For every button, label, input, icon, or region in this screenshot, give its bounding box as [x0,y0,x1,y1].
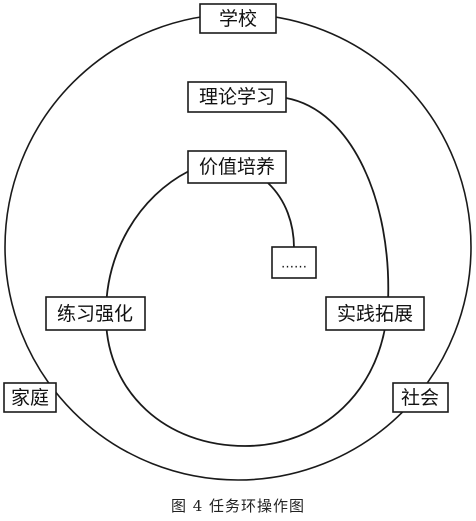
node-society-label: 社会 [401,387,439,409]
node-family-label: 家庭 [11,387,49,409]
node-society: 社会 [392,382,449,413]
node-expand: 实践拓展 [325,296,425,331]
node-ellipsis-label: …… [281,257,307,272]
node-society-box [392,382,449,413]
spiral-main [105,97,390,447]
node-value: 价值培养 [187,150,287,184]
node-expand-label: 实践拓展 [337,303,413,325]
node-reinforce-label: 练习强化 [57,303,133,325]
spiral-inner-tail [267,182,295,249]
node-ellipsis: …… [271,246,317,279]
node-theory-label: 理论学习 [199,86,275,108]
node-value-label: 价值培养 [199,156,275,178]
node-theory-box [187,81,287,113]
node-school-box [199,3,277,34]
node-school: 学校 [199,3,277,34]
figure-caption: 图 4 任务环操作图 [171,497,305,515]
node-theory: 理论学习 [187,81,287,113]
node-family: 家庭 [3,382,57,413]
node-ellipsis-box [271,246,317,279]
node-value-box [187,150,287,184]
node-reinforce: 练习强化 [45,296,146,331]
node-school-label: 学校 [219,8,257,30]
node-family-box [3,382,57,413]
node-expand-box [325,296,425,331]
node-reinforce-box [45,296,146,331]
